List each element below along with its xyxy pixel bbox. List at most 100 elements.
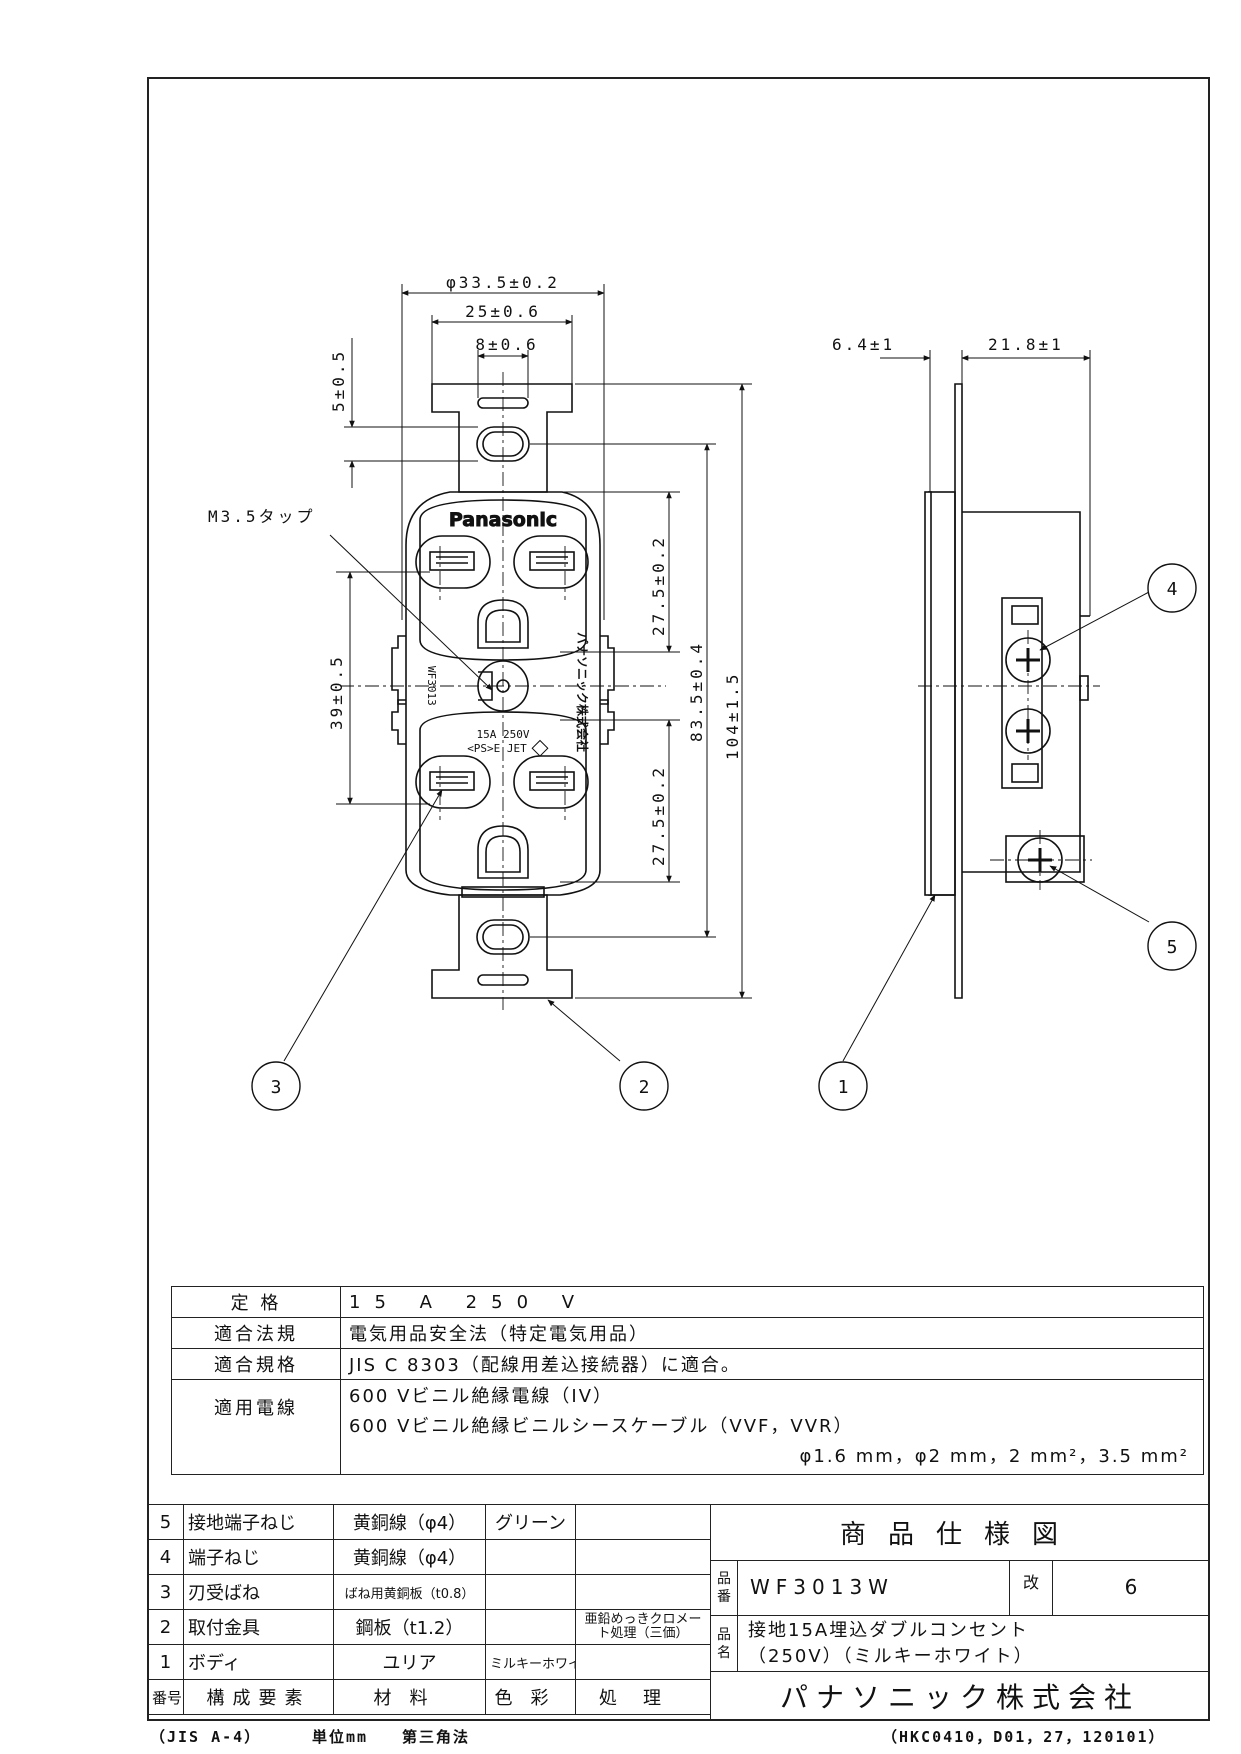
drawing-heading: 商品仕様図 <box>710 1504 1210 1561</box>
standard-value: JIS C 8303（配線用差込接続器）に適合。 <box>340 1348 1204 1380</box>
footer-paper: （JIS A-4） <box>150 1728 262 1746</box>
side-view <box>918 383 1100 999</box>
product-name-line-1: 接地15A埋込ダブルコンセント <box>748 1620 1029 1641</box>
part-color: ミルキーホワイト <box>485 1644 576 1680</box>
wire-diameters: φ1.6 mm，φ2 mm，2 mm²，3.5 mm² <box>799 1446 1189 1467</box>
dim-pitch-top: 27.5±0.2 <box>649 535 668 636</box>
part-material: ユリア <box>333 1644 486 1680</box>
part-row-4: 4 端子ねじ 黄銅線（φ4） <box>147 1539 711 1575</box>
dim-pitch-bottom: 27.5±0.2 <box>649 765 668 866</box>
header-no: 番号 <box>147 1679 184 1715</box>
header-part: 構成要素 <box>183 1679 334 1715</box>
spec-row-rating: 定 格 15 A 250 V <box>171 1286 1204 1318</box>
rating-mark: 15A 250V <box>477 728 530 741</box>
revision-tag: 改 <box>1009 1560 1053 1616</box>
callout-circle-5 <box>1147 921 1197 971</box>
callout-1: 1 <box>838 1077 849 1098</box>
callout-circle-1 <box>818 1061 868 1111</box>
dim-104: 104±1.5 <box>723 672 742 760</box>
part-material: ばね用黄銅板（t0.8） <box>333 1574 486 1610</box>
side-strap <box>930 383 963 999</box>
product-name: 接地15A埋込ダブルコンセント （250V）（ミルキーホワイト） <box>737 1615 1210 1672</box>
front-dimensions <box>336 284 752 999</box>
part-color <box>485 1539 576 1575</box>
part-material: 黄銅線（φ4） <box>333 1504 486 1540</box>
part-row-5: 5 接地端子ねじ 黄銅線（φ4） グリーン <box>147 1504 711 1540</box>
header-material: 材料 <box>333 1679 486 1715</box>
parts-table: 5 接地端子ねじ 黄銅線（φ4） グリーン 4 端子ねじ 黄銅線（φ4） 3 刃… <box>147 1504 711 1715</box>
face-markings: Panasonic WF3013 パナソニック株式会社 15A 250V <PS… <box>425 509 590 757</box>
dim-side-218: 21.8±1 <box>988 335 1064 354</box>
callout-circle-4 <box>1147 563 1197 613</box>
part-name: 刃受ばね <box>183 1574 334 1610</box>
callout-circle-2 <box>619 1061 669 1111</box>
header-finish: 処理 <box>575 1679 711 1715</box>
footer-unit: 単位mm <box>312 1728 369 1746</box>
maker-mark: パナソニック株式会社 <box>575 632 590 752</box>
standard-label: 適合規格 <box>171 1348 341 1380</box>
callout-2: 2 <box>639 1077 650 1098</box>
revision-number: 6 <box>1052 1560 1210 1616</box>
lower-face <box>419 711 587 891</box>
name-tag: 品名 <box>710 1615 738 1672</box>
outlet-body <box>405 491 601 896</box>
dim-tap: M3.5タップ <box>208 507 316 526</box>
callout-3: 3 <box>271 1077 282 1098</box>
spec-row-wire: 適用電線 600 Vビニル絶縁電線（IV） 600 Vビニル絶縁ビニルシースケー… <box>171 1379 1204 1475</box>
law-value: 電気用品安全法（特定電気用品） <box>340 1317 1204 1349</box>
part-no: 2 <box>147 1609 184 1645</box>
part-no: 4 <box>147 1539 184 1575</box>
dim-outer-dia: φ33.5±0.2 <box>446 273 560 292</box>
wire-values: 600 Vビニル絶縁電線（IV） 600 Vビニル絶縁ビニルシースケーブル（VV… <box>340 1379 1204 1475</box>
dim-39: 39±0.5 <box>327 654 346 730</box>
part-material: 鋼板（t1.2） <box>333 1609 486 1645</box>
wire-label: 適用電線 <box>171 1379 341 1475</box>
rating-label: 定 格 <box>171 1286 341 1318</box>
spec-row-standard: 適合規格 JIS C 8303（配線用差込接続器）に適合。 <box>171 1348 1204 1380</box>
product-name-line-2: （250V）（ミルキーホワイト） <box>748 1646 1034 1667</box>
technical-drawing: 1 2 3 4 5 φ33.5±0.2 25±0.6 8±0.6 5±0.5 3… <box>208 273 1197 1111</box>
part-color <box>485 1574 576 1610</box>
leader-lines <box>283 534 1150 1062</box>
part-no-tag: 品番 <box>710 1560 738 1616</box>
wire-vvf: 600 Vビニル絶縁ビニルシースケーブル（VVF，VVR） <box>349 1416 854 1437</box>
header-color: 色彩 <box>485 1679 576 1715</box>
part-no: 5 <box>147 1504 184 1540</box>
side-dimensions <box>880 350 1091 616</box>
dim-835: 83.5±0.4 <box>687 641 706 742</box>
law-label: 適合法規 <box>171 1317 341 1349</box>
part-finish <box>575 1644 711 1680</box>
rating-value: 15 A 250 V <box>340 1286 1204 1318</box>
part-material: 黄銅線（φ4） <box>333 1539 486 1575</box>
callout-5: 5 <box>1167 937 1178 958</box>
footer-projection: 第三角法 <box>402 1728 471 1746</box>
company-name: パナソニック株式会社 <box>710 1671 1210 1720</box>
part-name: 接地端子ねじ <box>183 1504 334 1540</box>
safety-mark: <PS>E JET <box>467 742 527 755</box>
approval-icon <box>531 739 549 757</box>
dim-width-8: 8±0.6 <box>475 335 538 354</box>
spec-table: 定 格 15 A 250 V 適合法規 電気用品安全法（特定電気用品） 適合規格… <box>171 1286 1204 1475</box>
part-name: 取付金具 <box>183 1609 334 1645</box>
part-color <box>485 1609 576 1645</box>
wire-iv: 600 Vビニル絶縁電線（IV） <box>349 1386 614 1407</box>
part-finish <box>575 1539 711 1575</box>
dimension-labels: φ33.5±0.2 25±0.6 8±0.6 5±0.5 39±0.5 27.5… <box>208 273 1064 866</box>
strap-bottom <box>431 894 573 999</box>
dim-width-25: 25±0.6 <box>465 302 541 321</box>
strap-top <box>431 383 573 493</box>
dim-side-64: 6.4±1 <box>832 335 895 354</box>
callout-4: 4 <box>1167 579 1178 600</box>
part-no: 3 <box>147 1574 184 1610</box>
drawing-frame <box>147 77 1210 1721</box>
part-finish <box>575 1574 711 1610</box>
part-row-2: 2 取付金具 鋼板（t1.2） 亜鉛めっきクロメート処理（三価） <box>147 1609 711 1645</box>
spec-row-law: 適合法規 電気用品安全法（特定電気用品） <box>171 1317 1204 1349</box>
part-color: グリーン <box>485 1504 576 1540</box>
upper-face <box>419 499 587 661</box>
front-view <box>340 372 666 1010</box>
dim-slot-5: 5±0.5 <box>329 349 348 412</box>
part-row-1: 1 ボディ ユリア ミルキーホワイト <box>147 1644 711 1680</box>
part-finish <box>575 1504 711 1540</box>
part-name: ボディ <box>183 1644 334 1680</box>
